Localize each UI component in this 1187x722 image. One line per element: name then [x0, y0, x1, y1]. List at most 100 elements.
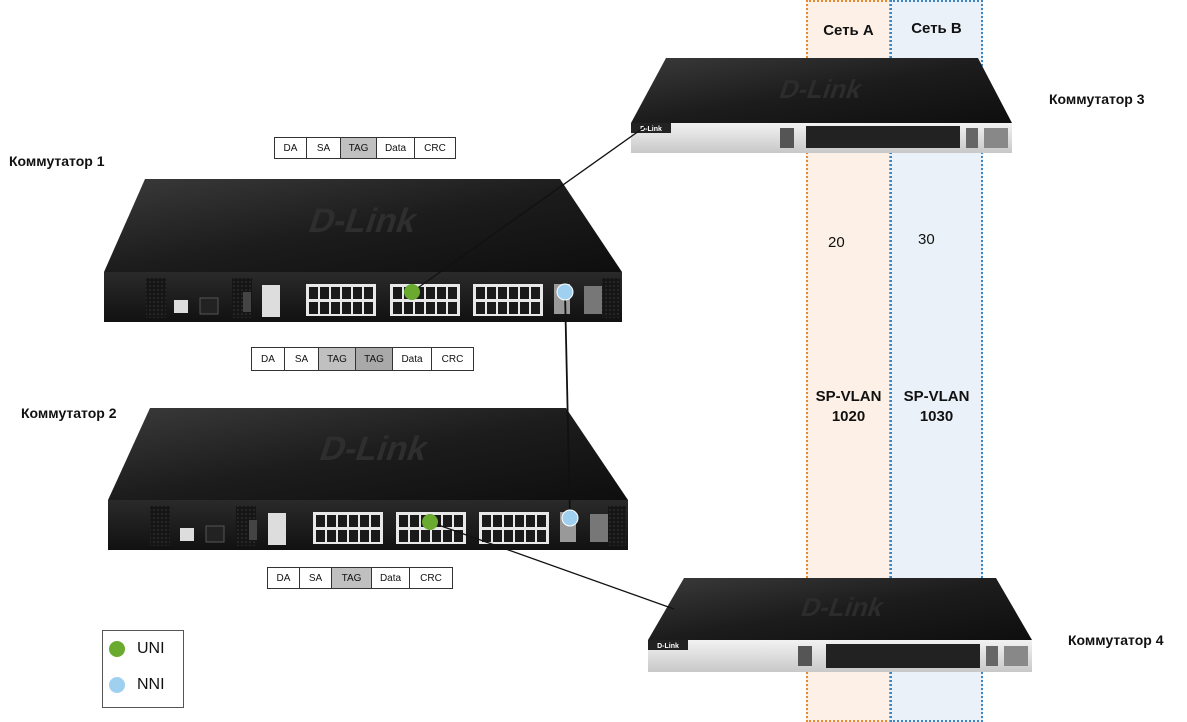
ethernet-port: [454, 530, 463, 542]
frame-field-tag-outer: TAG: [356, 348, 393, 370]
switch-4-front-logo: D-Link: [657, 643, 679, 650]
legend: UNI NNI: [102, 630, 184, 708]
switch-1: D-Link: [104, 179, 622, 322]
ethernet-port: [364, 287, 373, 299]
frame-single-tag-2: DA SA TAG Data CRC: [267, 567, 453, 589]
ethernet-port: [437, 302, 446, 314]
frame-field-crc: CRC: [420, 572, 442, 584]
ethernet-port: [327, 515, 336, 527]
ethernet-port: [327, 530, 336, 542]
ethernet-port: [426, 287, 435, 299]
ethernet-port: [320, 287, 329, 299]
ethernet-port: [349, 530, 358, 542]
network-b-spvlan-id: 1030: [919, 408, 954, 425]
switch-3-logo: D-Link: [776, 75, 866, 104]
frame-field-data: Data: [393, 348, 432, 370]
ethernet-port: [371, 530, 380, 542]
network-a-spvlan: SP-VLAN 1020: [806, 387, 891, 427]
ethernet-port: [443, 515, 452, 527]
ethernet-port: [493, 530, 502, 542]
ethernet-port: [353, 287, 362, 299]
frame-field-data: Data: [377, 138, 415, 158]
ethernet-port: [316, 530, 325, 542]
legend-uni-label: UNI: [137, 640, 165, 657]
network-a-spvlan-id: 1020: [831, 408, 866, 425]
ethernet-port: [331, 287, 340, 299]
legend-nni-label: NNI: [137, 676, 165, 693]
ethernet-port: [515, 530, 524, 542]
legend-item-nni: NNI: [103, 667, 183, 703]
uni-port-sw1: [404, 284, 420, 300]
network-b-spvlan-label: SP-VLAN: [903, 388, 970, 405]
ethernet-port: [493, 515, 502, 527]
ethernet-port: [360, 515, 369, 527]
frame-field-sa: SA: [285, 348, 319, 370]
switch-2-logo: D-Link: [315, 430, 434, 468]
legend-item-uni: UNI: [103, 631, 183, 667]
switch-2-label: Коммутатор 2: [21, 405, 117, 421]
ethernet-port: [309, 287, 318, 299]
ethernet-port: [504, 515, 513, 527]
frame-field-da: DA: [252, 348, 285, 370]
uni-port-sw2: [422, 514, 438, 530]
frame-field-crc: CRC: [441, 353, 464, 365]
ethernet-port: [349, 515, 358, 527]
ethernet-port: [415, 302, 424, 314]
link-sw1-sw2-trunk: [564, 291, 571, 519]
ethernet-port: [504, 530, 513, 542]
network-b-vlan: 30: [918, 231, 935, 248]
frame-field-tag: TAG: [341, 138, 377, 158]
ethernet-port: [437, 287, 446, 299]
ethernet-port: [448, 287, 457, 299]
ethernet-port: [316, 515, 325, 527]
nni-dot-icon: [109, 677, 125, 693]
network-a-vlan: 20: [828, 234, 845, 251]
ethernet-port: [309, 302, 318, 314]
frame-field-sa: SA: [307, 138, 341, 158]
ethernet-port: [399, 530, 408, 542]
frame-field-data: Data: [372, 568, 410, 588]
ethernet-port: [360, 530, 369, 542]
switch-1-logo: D-Link: [304, 202, 423, 240]
ethernet-port: [482, 530, 491, 542]
network-a-spvlan-label: SP-VLAN: [815, 388, 882, 405]
ethernet-port: [509, 287, 518, 299]
switch-4-label: Коммутатор 4: [1068, 632, 1164, 648]
frame-field-tag-inner: TAG: [319, 348, 356, 370]
ethernet-port: [515, 515, 524, 527]
ethernet-port: [342, 302, 351, 314]
ethernet-port: [393, 287, 402, 299]
ethernet-port: [371, 515, 380, 527]
frame-single-tag-1: DA SA TAG Data CRC: [274, 137, 456, 159]
ethernet-port: [443, 530, 452, 542]
ethernet-port: [531, 302, 540, 314]
nni-port-sw2: [561, 509, 579, 527]
ethernet-port: [482, 515, 491, 527]
ethernet-port: [353, 302, 362, 314]
ethernet-port: [393, 302, 402, 314]
ethernet-port: [320, 302, 329, 314]
frame-field-tag: TAG: [332, 568, 372, 588]
ethernet-port: [520, 287, 529, 299]
ethernet-port: [509, 302, 518, 314]
network-a-title: Сеть A: [823, 22, 874, 39]
ethernet-port: [338, 530, 347, 542]
frame-double-tag: DA SA TAG TAG Data CRC: [251, 347, 474, 371]
ethernet-port: [498, 302, 507, 314]
ethernet-port: [476, 287, 485, 299]
ethernet-port: [487, 287, 496, 299]
ethernet-port: [476, 302, 485, 314]
ethernet-port: [338, 515, 347, 527]
switch-3-label: Коммутатор 3: [1049, 91, 1145, 107]
ethernet-port: [331, 302, 340, 314]
ethernet-port: [426, 302, 435, 314]
ethernet-port: [520, 302, 529, 314]
nni-port-sw1: [556, 283, 574, 301]
switch-4: D-Link D-Link: [648, 578, 1032, 672]
switch-4-logo: D-Link: [798, 593, 888, 622]
ethernet-port: [526, 530, 535, 542]
frame-field-sa: SA: [300, 568, 332, 588]
ethernet-port: [448, 302, 457, 314]
switch-2: D-Link: [108, 408, 628, 550]
ethernet-port: [537, 515, 546, 527]
